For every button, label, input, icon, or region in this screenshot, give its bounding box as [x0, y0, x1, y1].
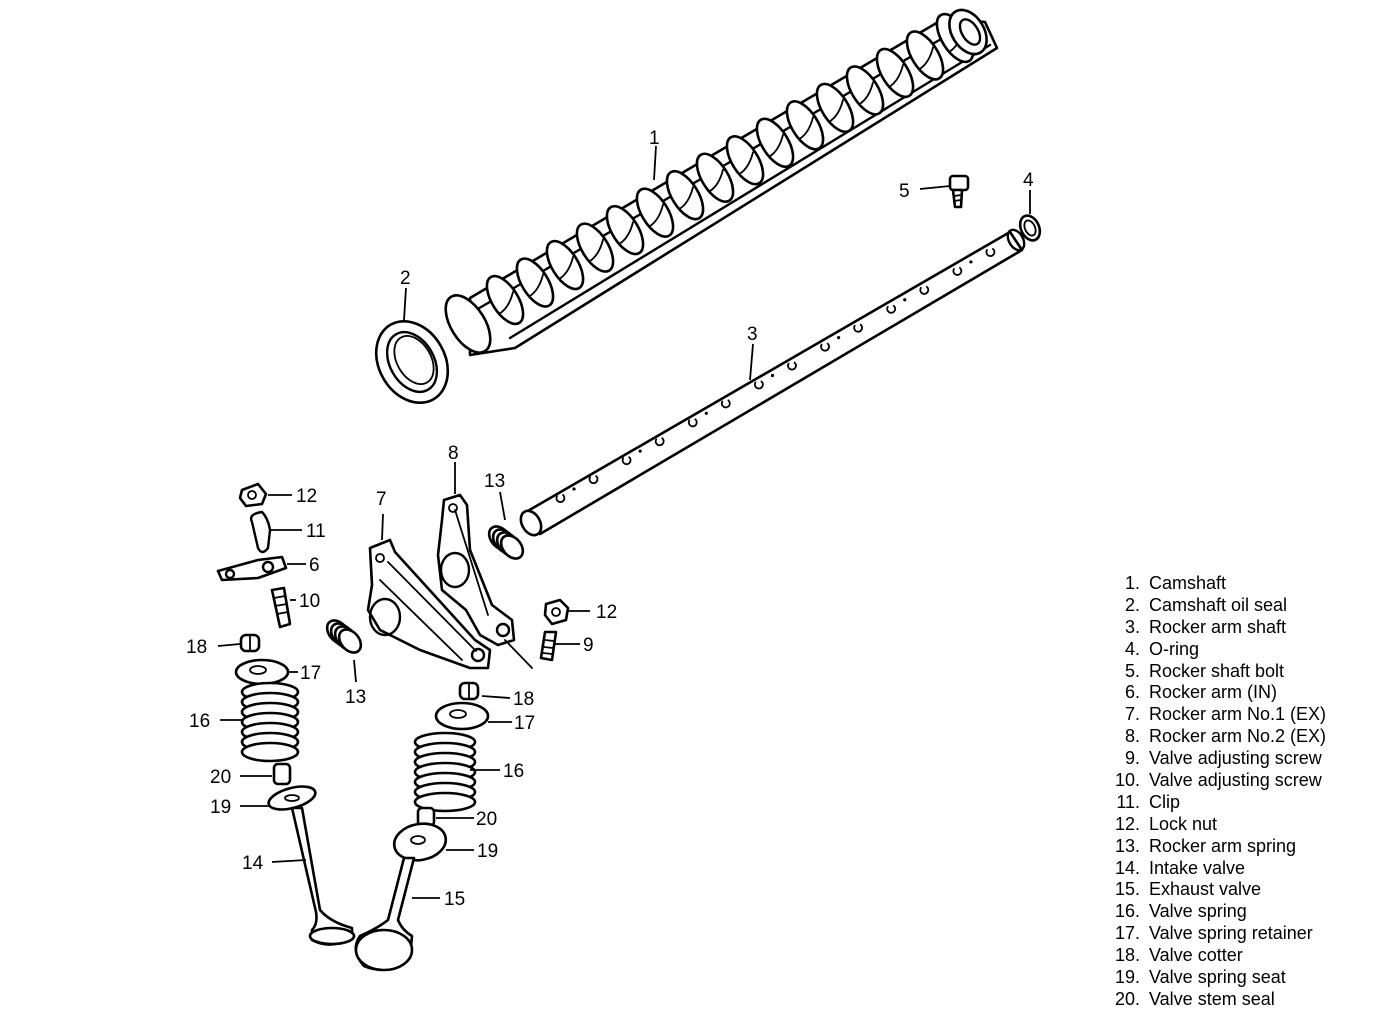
legend-item: 9.Valve adjusting screw: [1124, 748, 1322, 769]
camshaft: [444, 8, 999, 357]
callout-2: 2: [400, 268, 411, 289]
callout-12-left: 12: [296, 486, 317, 507]
valve-spring-retainer-left: [234, 658, 290, 686]
callout-13-left: 13: [345, 687, 366, 708]
callout-15: 15: [444, 889, 465, 910]
rocker-arm-shaft: [519, 228, 1026, 537]
callout-19-right: 19: [477, 841, 498, 862]
callout-11: 11: [306, 521, 326, 542]
callout-20-left: 20: [210, 767, 231, 788]
callout-20-right: 20: [476, 809, 497, 830]
rocker-arm-intake: [216, 555, 288, 582]
callout-16-left: 16: [189, 711, 210, 732]
legend-item: 2.Camshaft oil seal: [1124, 594, 1288, 615]
valve-spring-seat-right: [392, 822, 448, 862]
callout-12-right: 12: [596, 602, 617, 623]
legend-item: 20.Valve stem seal: [1114, 988, 1275, 1009]
callout-5: 5: [899, 181, 910, 202]
callout-7: 7: [376, 489, 387, 510]
legend-item: 11.Clip: [1116, 791, 1181, 812]
valve-cotter-right: [458, 681, 480, 701]
valve-cotter-left: [239, 633, 261, 653]
callout-17-right: 17: [514, 713, 535, 734]
callout-16-right: 16: [503, 761, 524, 782]
legend-item: 18.Valve cotter: [1114, 945, 1243, 966]
intake-valve: [290, 806, 356, 946]
legend-item: 7.Rocker arm No.1 (EX): [1124, 704, 1327, 725]
valve-stem-seal-left: [272, 762, 292, 786]
exhaust-valve: [354, 856, 416, 972]
leader-lines: [217, 145, 1031, 899]
callout-10: 10: [299, 591, 320, 612]
legend-item: 1.Camshaft: [1124, 573, 1227, 593]
callout-8: 8: [448, 443, 459, 464]
rocker-shaft-bolt: [948, 174, 970, 209]
legend-item: 5.Rocker shaft bolt: [1124, 660, 1285, 681]
valve-adjusting-screw-right: [504, 630, 558, 669]
legend-item: 13.Rocker arm spring: [1114, 835, 1297, 856]
o-ring: [1018, 214, 1042, 242]
legend-item: 8.Rocker arm No.2 (EX): [1124, 726, 1327, 747]
callout-19-left: 19: [210, 797, 231, 818]
valve-spring-seat-left: [267, 785, 317, 811]
legend-item: 15.Exhaust valve: [1114, 879, 1262, 900]
rocker-arm-no1-exhaust: [366, 538, 492, 670]
valve-spring-retainer-right: [434, 701, 490, 731]
callout-1: 1: [649, 128, 660, 149]
lock-nut-right: [543, 598, 570, 626]
legend-item: 3.Rocker arm shaft: [1124, 616, 1287, 637]
camshaft-oil-seal: [374, 319, 450, 405]
legend-item: 6.Rocker arm (IN): [1124, 682, 1278, 703]
callout-13-right: 13: [484, 471, 505, 492]
legend-item: 12.Lock nut: [1114, 813, 1218, 834]
valve-spring-right: [413, 731, 477, 813]
rocker-arm-no2-exhaust: [436, 493, 516, 647]
callout-3: 3: [747, 324, 758, 345]
legend-item: 17.Valve spring retainer: [1114, 923, 1313, 944]
callout-18-right: 18: [513, 689, 534, 710]
rocker-arm-spring-right: [487, 525, 525, 560]
legend-item: 19.Valve spring seat: [1114, 967, 1286, 988]
callout-4: 4: [1023, 170, 1034, 191]
legend-item: 14.Intake valve: [1114, 857, 1246, 878]
callout-18-left: 18: [186, 637, 207, 658]
clip: [249, 510, 272, 554]
legend-item: 16.Valve spring: [1114, 901, 1247, 922]
callout-6: 6: [309, 555, 320, 576]
callout-labels: 1 2 3 4 5 12 11 6 10 7 8 13 12 9 18 17 1…: [186, 128, 1034, 910]
valve-adjusting-screw-left: [270, 586, 292, 629]
legend-item: 4.O-ring: [1124, 638, 1200, 659]
rocker-arm-spring-left: [325, 619, 363, 654]
lock-nut-left: [238, 482, 268, 508]
callout-17-left: 17: [300, 663, 321, 684]
callout-14: 14: [242, 853, 264, 874]
valve-spring-left: [240, 681, 300, 763]
callout-9: 9: [583, 635, 594, 656]
legend-item: 10.Valve adjusting screw: [1114, 770, 1322, 791]
parts-legend: 1.Camshaft 2.Camshaft oil seal 3.Rocker …: [1104, 573, 1369, 1011]
